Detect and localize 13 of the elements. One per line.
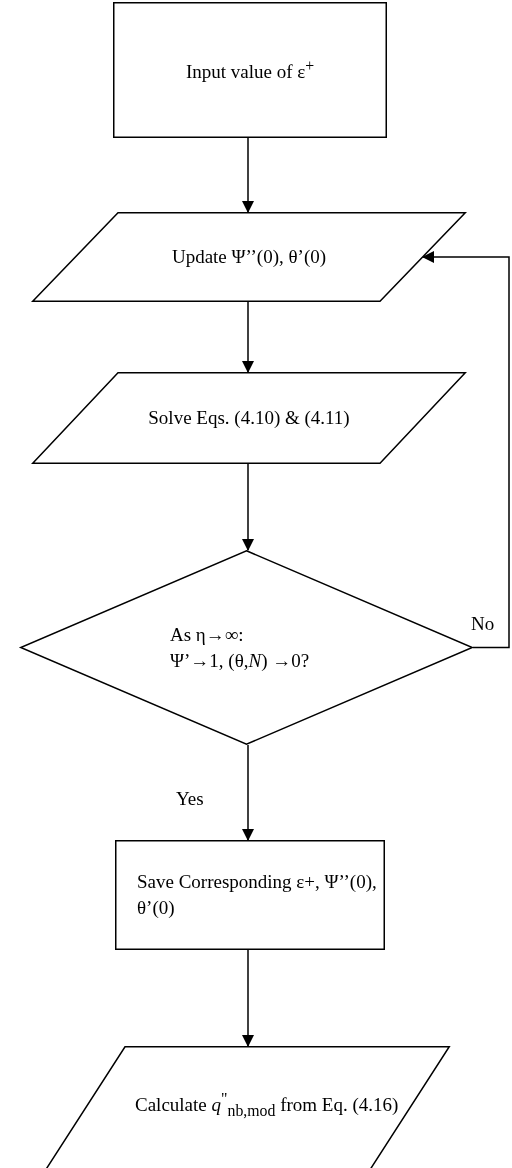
- arrow: [422, 251, 510, 649]
- node-text: Update Ψ’’(0), θ’(0): [171, 245, 327, 270]
- arrow: [242, 744, 254, 841]
- arrow: [242, 463, 254, 551]
- node-text: Input value of ε$^{+}$: [185, 56, 315, 85]
- node-text: Solve Eqs. (4.10) & (4.11): [148, 406, 350, 431]
- node-text: Ψ’→1, (θ,N) →0?: [170, 648, 310, 673]
- arrow: [242, 949, 254, 1047]
- node-text: Save Corresponding ε+, Ψ’’(0), θ’(0): [137, 870, 377, 920]
- node-text: As η→∞:: [170, 622, 244, 647]
- arrow: [242, 301, 254, 373]
- node-text: Calculate q$^{"}$$_{nb,mod}$ from Eq. (4.16): [135, 1088, 399, 1122]
- arrow: [242, 137, 254, 213]
